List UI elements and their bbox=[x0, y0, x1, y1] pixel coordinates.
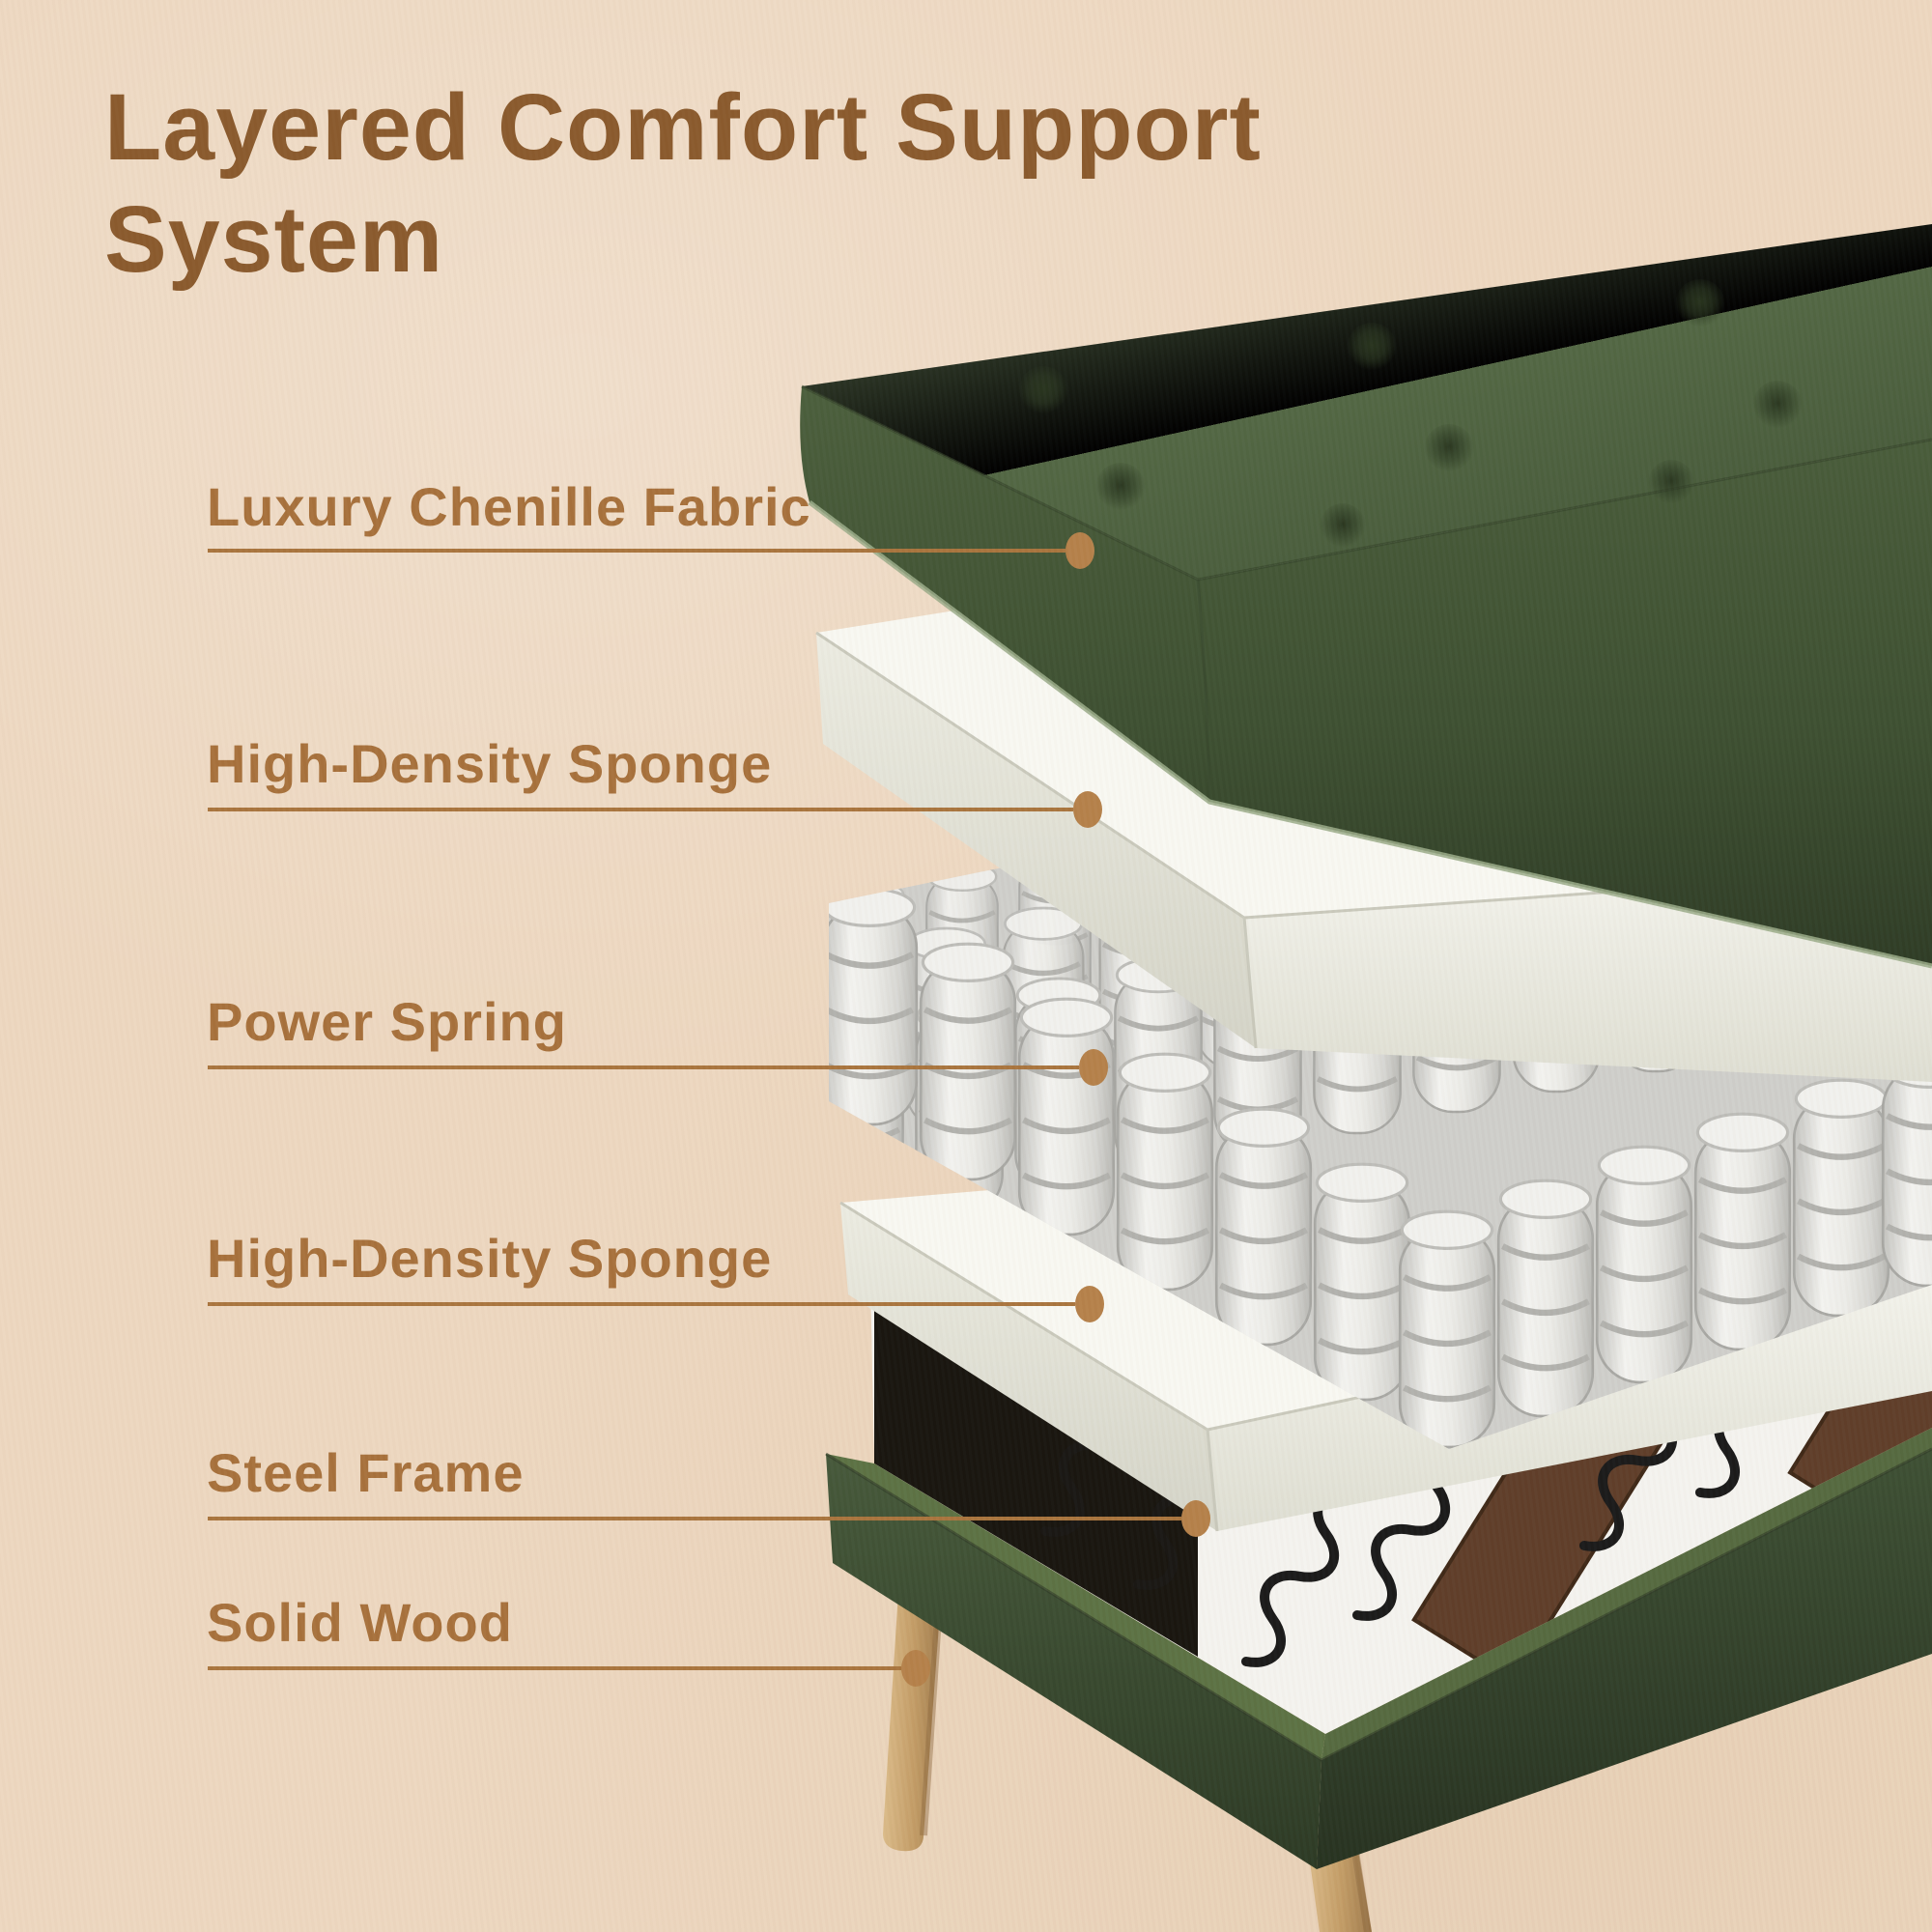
steel-frame-base bbox=[825, 1428, 1932, 1869]
callout-label-lower-sponge: High-Density Sponge bbox=[207, 1228, 773, 1289]
chenille-fabric-cushion bbox=[800, 224, 1932, 969]
leader-line-power-spring bbox=[208, 1065, 1079, 1069]
callout-label-steel-frame: Steel Frame bbox=[207, 1442, 525, 1503]
leader-line-steel-frame bbox=[208, 1517, 1181, 1520]
callout-dot-upper-sponge bbox=[1073, 791, 1102, 828]
leader-line-upper-sponge bbox=[208, 808, 1073, 811]
leader-line-solid-wood bbox=[208, 1666, 901, 1670]
callout-label-upper-sponge: High-Density Sponge bbox=[207, 733, 773, 794]
leader-line-chenille-fabric bbox=[208, 549, 1065, 553]
tuft-buttons bbox=[1018, 279, 1803, 550]
callout-label-solid-wood: Solid Wood bbox=[207, 1592, 513, 1653]
callout-dot-lower-sponge bbox=[1075, 1286, 1104, 1322]
leader-line-lower-sponge bbox=[208, 1302, 1075, 1306]
callout-label-chenille-fabric: Luxury Chenille Fabric bbox=[207, 476, 811, 537]
callout-label-power-spring: Power Spring bbox=[207, 991, 567, 1052]
page-title: Layered Comfort Support System bbox=[104, 71, 1611, 297]
callout-dot-steel-frame bbox=[1181, 1500, 1210, 1537]
page-title-line2: System bbox=[104, 186, 444, 293]
callout-dot-chenille-fabric bbox=[1065, 532, 1094, 569]
callout-dot-solid-wood bbox=[901, 1650, 930, 1687]
callout-dot-power-spring bbox=[1079, 1049, 1108, 1086]
cushion-piping-seam bbox=[808, 499, 1932, 969]
page-title-line1: Layered Comfort Support bbox=[104, 74, 1262, 180]
